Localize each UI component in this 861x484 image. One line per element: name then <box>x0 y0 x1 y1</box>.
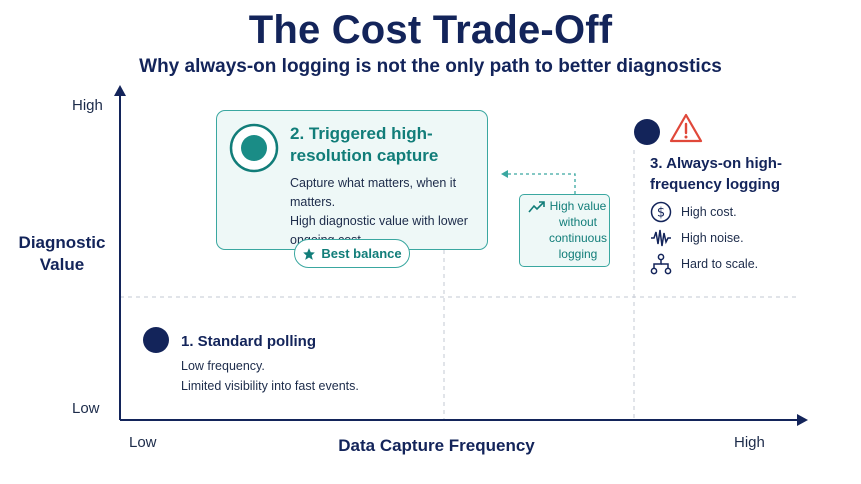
always-on-marker <box>634 119 660 145</box>
star-icon <box>303 247 316 260</box>
high-value-note-text: High value without continuous logging <box>548 199 608 261</box>
x-axis-arrow <box>797 414 808 426</box>
risk-item-noise-label: High noise. <box>681 231 744 245</box>
y-axis-arrow <box>114 85 126 96</box>
x-axis-high-label: High <box>734 434 765 451</box>
risk-item-scale-label: Hard to scale. <box>681 257 759 271</box>
y-axis-title: Diagnostic Value <box>18 233 106 274</box>
y-axis-high-label: High <box>72 97 103 114</box>
risk-item-cost-label: High cost. <box>681 205 737 219</box>
risk-item-noise: High noise. <box>650 227 744 249</box>
page-subtitle: Why always-on logging is not the only pa… <box>139 56 722 77</box>
x-axis-low-label: Low <box>129 434 157 451</box>
waveform-icon <box>651 229 671 247</box>
best-balance-label: Best balance <box>321 246 402 261</box>
x-axis-title: Data Capture Frequency <box>338 436 535 455</box>
warning-icon <box>669 113 703 143</box>
risk-item-scale: Hard to scale. <box>650 253 758 275</box>
target-icon <box>229 123 279 173</box>
risk-item-cost: $ High cost. <box>650 201 737 223</box>
svg-text:$: $ <box>657 206 665 221</box>
connector-arrow <box>506 173 576 194</box>
standard-polling-line-1: Low frequency. <box>181 359 265 373</box>
always-on-title: 3. Always-on high-frequency logging <box>650 155 782 193</box>
standard-polling-title: 1. Standard polling <box>181 333 317 350</box>
triggered-capture-description: Capture what matters, when it matters. H… <box>290 174 490 250</box>
best-balance-badge: Best balance <box>294 239 410 268</box>
y-axis-low-label: Low <box>72 400 100 417</box>
triggered-capture-line-1: Capture what matters, when it matters. <box>290 176 457 209</box>
connector-arrow-head <box>501 170 508 178</box>
trend-up-icon <box>528 201 545 213</box>
network-icon <box>650 253 672 275</box>
dollar-icon: $ <box>650 201 672 223</box>
page-title: The Cost Trade-Off <box>248 8 613 52</box>
standard-polling-marker <box>143 327 169 353</box>
triggered-capture-title: 2. Triggered high-resolution capture <box>290 124 439 165</box>
standard-polling-line-2: Limited visibility into fast events. <box>181 379 359 393</box>
